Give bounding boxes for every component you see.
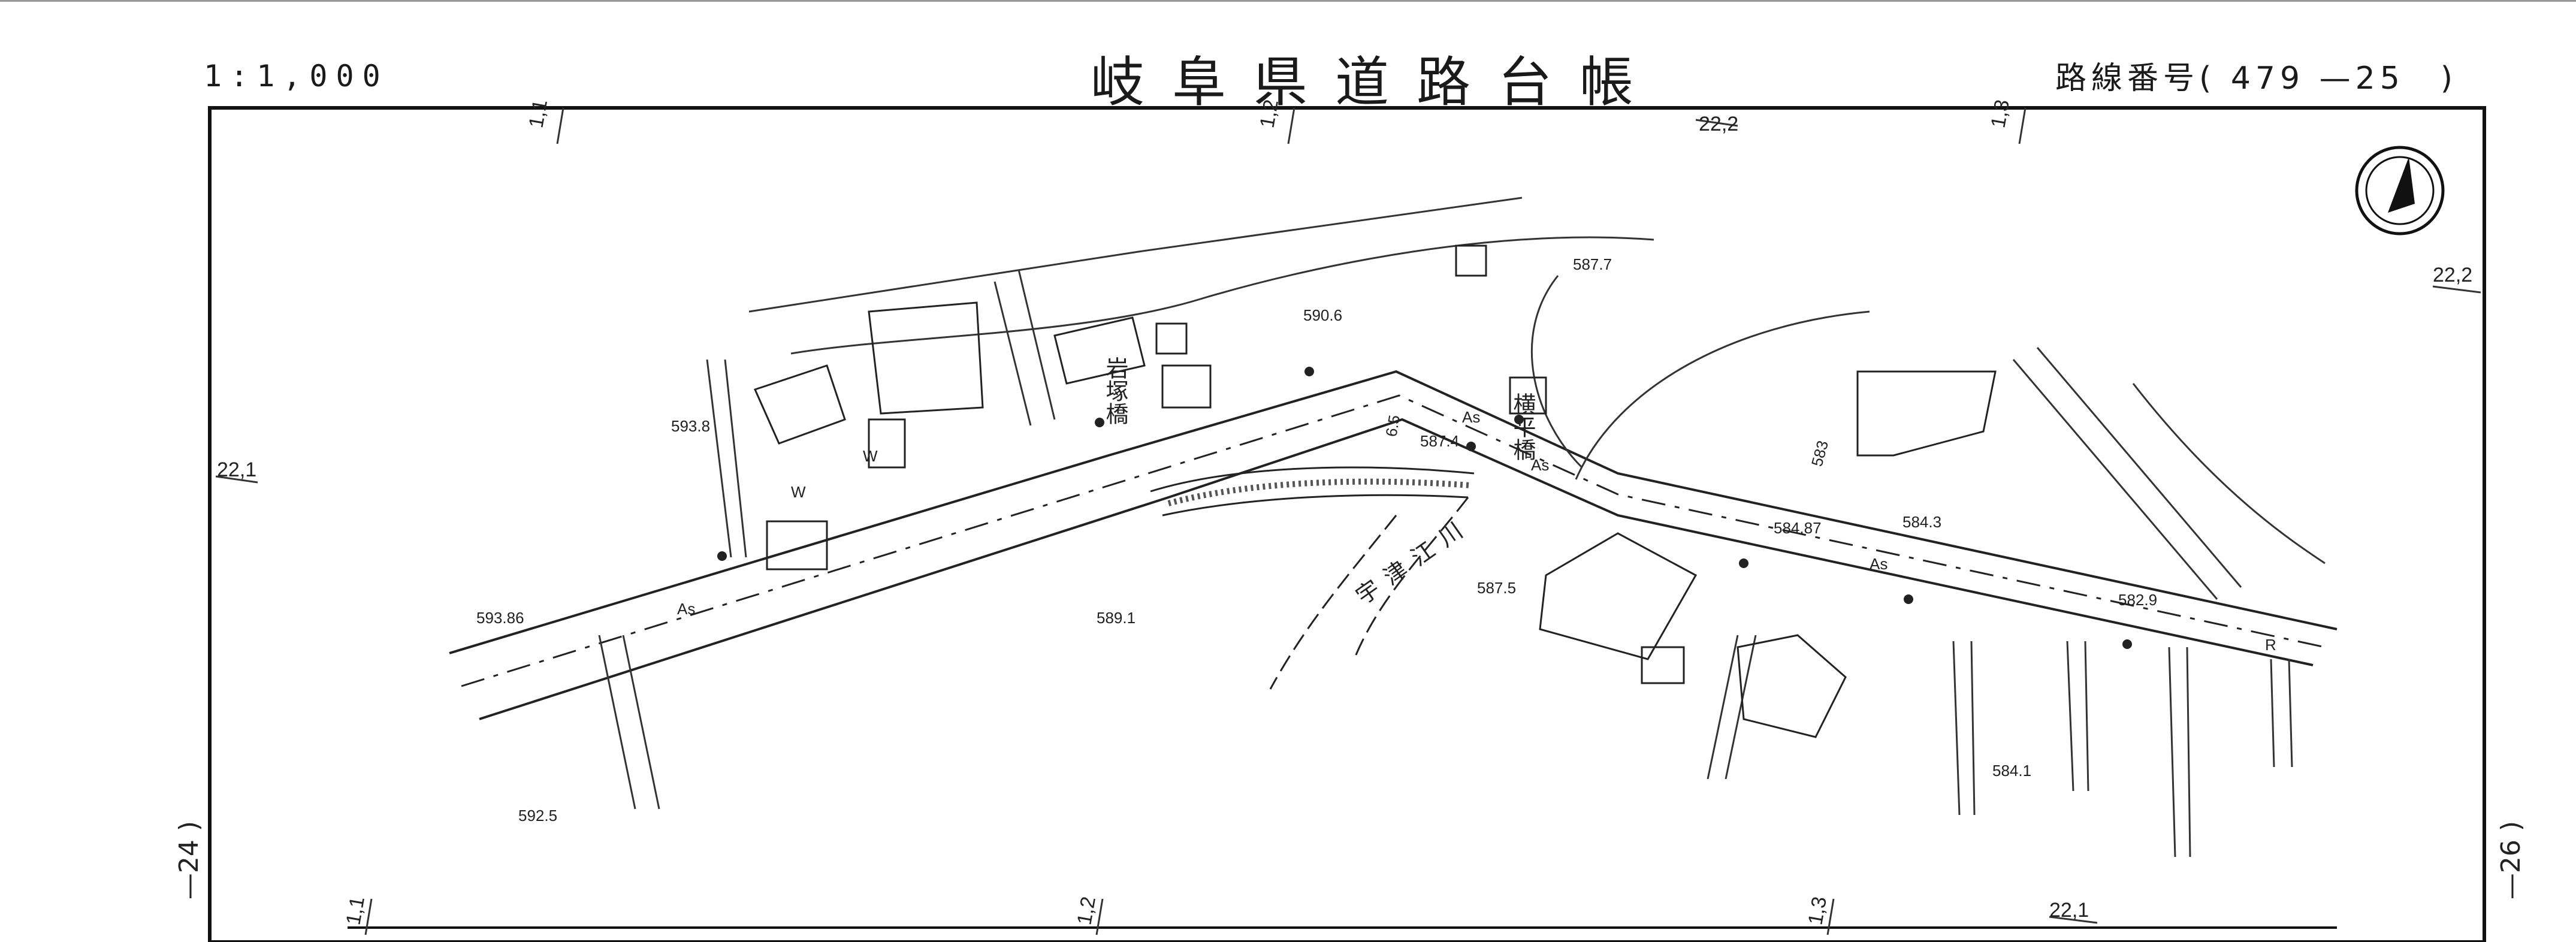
grid-label-right: 22,2 xyxy=(2433,264,2472,286)
bridge-name-yokohira: 横平橋 xyxy=(1509,393,1535,461)
main-road xyxy=(449,370,2338,720)
elevation-label: 587.5 xyxy=(1477,579,1516,597)
grid-label-bottom-2: 1,2 xyxy=(1073,895,1100,926)
elevation-points: 593.8 593.86 592.5 590.6 589.1 587.7 587… xyxy=(476,255,2157,825)
elevation-label: 584.3 xyxy=(1902,513,1941,531)
grid-label-bottom-4: 22,1 xyxy=(2049,899,2089,922)
asphalt-label: As xyxy=(1462,408,1480,426)
route-number-value: ( 479 —25 ) xyxy=(2199,61,2458,96)
elevation-label: 587.7 xyxy=(1573,255,1612,273)
survey-points xyxy=(717,367,2132,649)
grid-label-bottom-1: 1,1 xyxy=(342,895,369,926)
elevation-label: 582.9 xyxy=(2118,591,2157,609)
grid-label-top-2: 1,2 xyxy=(1255,98,1283,129)
map-symbols: As As As As W W 583 6.5 R xyxy=(677,408,2276,654)
grid-labels: 1,1 1,2 22,2 1,3 1,1 1,2 1,3 22,1 22,1 2… xyxy=(217,98,2472,926)
north-arrow-icon xyxy=(2355,146,2445,236)
elevation-label: 584.1 xyxy=(1992,762,2031,780)
asphalt-label: As xyxy=(1870,555,1888,573)
grid-ticks xyxy=(215,107,2481,935)
contour-label: 6.5 xyxy=(1382,413,1403,438)
elevation-label: 593.8 xyxy=(671,417,710,435)
elevation-label: 584.87 xyxy=(1774,519,1822,537)
grid-label-top-4: 1,3 xyxy=(1986,98,2014,129)
map-scale: 1:1,000 xyxy=(204,59,389,93)
r-mark-label: R xyxy=(2265,636,2276,654)
side-roads xyxy=(598,197,2326,858)
land-use-label: W xyxy=(791,483,806,501)
grid-label-top-1: 1,1 xyxy=(524,98,552,129)
header-rule xyxy=(0,0,2576,2)
page-title: 岐阜県道路台帳 xyxy=(1091,51,1661,114)
map-frame xyxy=(208,106,2486,942)
elevation-label: 592.5 xyxy=(518,807,557,825)
river-name: 宇津江川 xyxy=(1352,512,1476,609)
elevation-label: 589.1 xyxy=(1097,609,1136,627)
route-number: 路線番号( 479 —25 ) xyxy=(2055,53,2457,98)
buildings xyxy=(753,244,1997,738)
bridge-name-iwazuka: 岩塚橋 xyxy=(1102,357,1128,425)
land-use-label: W xyxy=(863,447,878,465)
elevation-label: 593.86 xyxy=(476,609,524,627)
route-number-label: 路線番号 xyxy=(2055,61,2200,96)
grid-label-left: 22,1 xyxy=(217,458,256,481)
elevation-label: 587.4 xyxy=(1420,432,1459,450)
grid-label-top-3: 22,2 xyxy=(1699,113,1738,135)
asphalt-label: As xyxy=(1531,456,1549,474)
asphalt-label: As xyxy=(677,600,695,618)
elevation-label: 590.6 xyxy=(1303,306,1342,324)
grid-label-bottom-3: 1,3 xyxy=(1804,895,1831,926)
river xyxy=(1150,466,1475,690)
contour-label: 583 xyxy=(1808,439,1832,469)
